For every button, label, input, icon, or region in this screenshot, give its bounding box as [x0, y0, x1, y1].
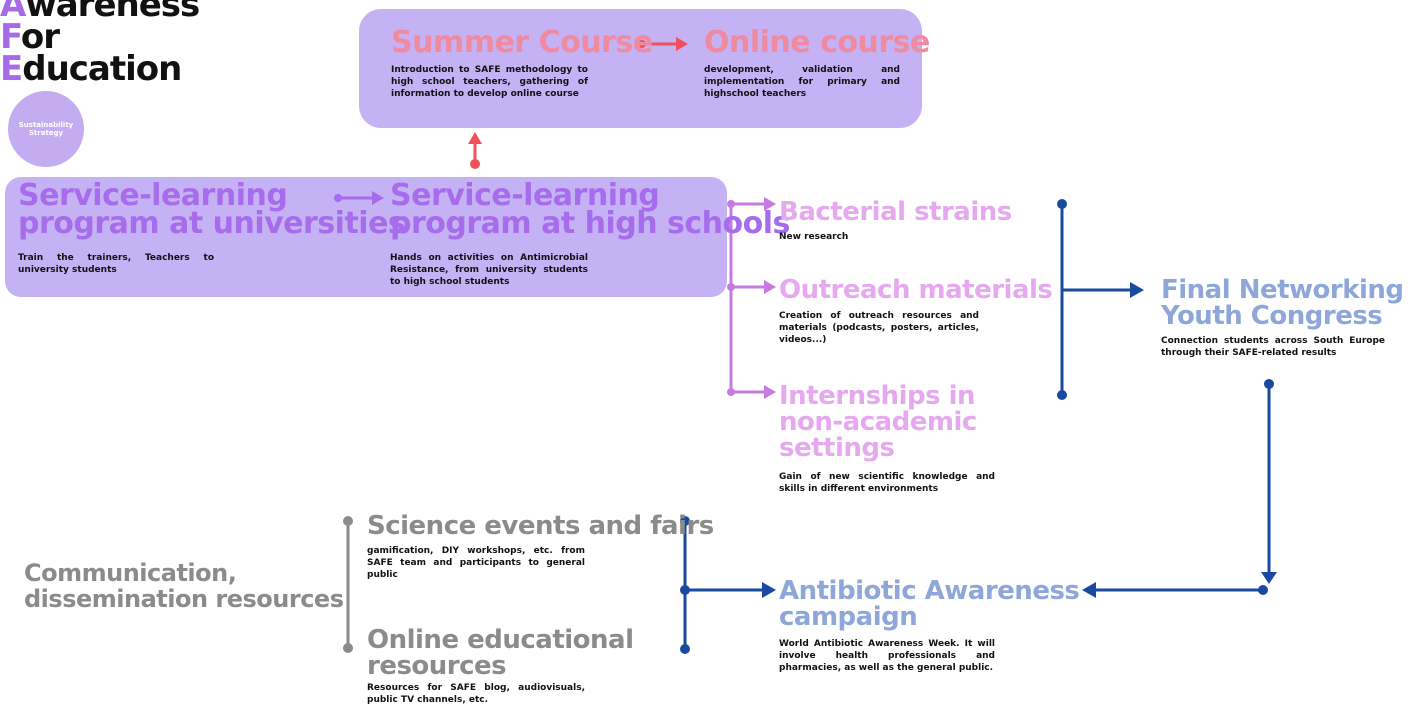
online-resources-title: Online educational resources — [367, 625, 634, 681]
highschools-title: Service-learning program at high schools — [390, 178, 790, 241]
summer-course-desc: Introduction to SAFE methodology to high… — [391, 65, 588, 99]
summer-course-title: Summer Course — [391, 25, 653, 60]
science-events-title: Science events and fairs — [367, 511, 714, 541]
logo-line-for: For — [0, 17, 60, 57]
sustainability-badge: Sustainability Strategy — [8, 91, 84, 167]
communication-bracket — [343, 516, 353, 653]
congress-to-campaign — [1082, 379, 1277, 598]
congress-bracket — [1057, 199, 1144, 400]
top-panel — [359, 9, 922, 128]
congress-desc: Connection students across South Europe … — [1161, 336, 1385, 358]
internships-desc: Gain of new scientific knowledge and ski… — [779, 472, 995, 494]
online-course-desc: development, validation and implementati… — [704, 65, 900, 99]
outreach-materials-title: Outreach materials — [779, 275, 1053, 305]
campaign-title: Antibiotic Awareness campaign — [779, 576, 1080, 632]
congress-title: Final Networking Youth Congress — [1161, 275, 1404, 331]
outreach-materials-desc: Creation of outreach resources and mater… — [779, 311, 979, 345]
campaign-bracket — [680, 516, 776, 654]
bacterial-strains-title: Bacterial strains — [779, 197, 1012, 227]
summer-to-online-arrow — [638, 37, 688, 51]
up-arrow — [468, 132, 482, 169]
outcome-branch — [727, 197, 776, 399]
online-course-title: Online course — [704, 25, 930, 60]
universities-desc: Train the trainers, Teachers to universi… — [18, 253, 214, 275]
science-events-desc: gamification, DIY workshops, etc. from S… — [367, 546, 585, 580]
logo-line-education: Education — [0, 49, 182, 89]
internships-title: Internships in non-academic settings — [779, 381, 977, 463]
online-resources-desc: Resources for SAFE blog, audiovisuals, p… — [367, 683, 585, 705]
campaign-desc: World Antibiotic Awareness Week. It will… — [779, 639, 995, 673]
universities-title: Service-learning program at universities — [18, 178, 406, 241]
highschools-desc: Hands on activities on Antimicrobial Res… — [390, 253, 588, 287]
universities-to-highschools-arrow — [334, 191, 384, 205]
logo-line-awareness: Awareness — [0, 0, 200, 25]
bacterial-strains-desc: New research — [779, 232, 849, 242]
communication-title: Communication, dissemination resources — [24, 559, 344, 613]
